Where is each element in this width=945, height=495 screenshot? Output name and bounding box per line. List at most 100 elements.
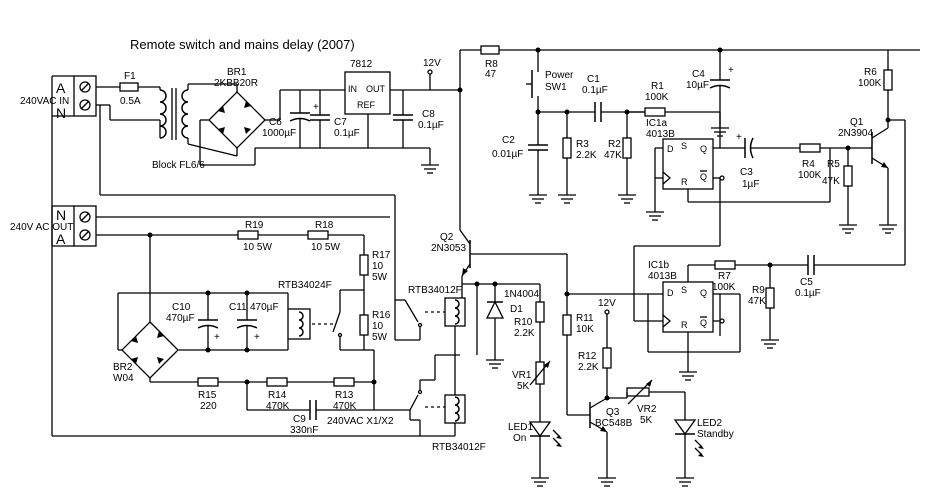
R3-ref: R3 bbox=[576, 139, 589, 150]
IC1a-pin-r: R bbox=[681, 177, 688, 187]
capacitor-C6: + C6 1000µF bbox=[262, 90, 319, 148]
C4-plus: + bbox=[728, 65, 734, 76]
output-n-label: N bbox=[56, 207, 66, 223]
reg-out: OUT bbox=[366, 84, 386, 94]
R19-value: 10 5W bbox=[243, 242, 272, 253]
resistor-R2: R2 47K bbox=[604, 109, 637, 204]
input-n-label: N bbox=[56, 105, 66, 121]
R12-value: 2.2K bbox=[578, 362, 599, 373]
C6-plus: + bbox=[313, 102, 319, 113]
Q1-ref: Q1 bbox=[850, 117, 864, 128]
resistor-R1: R1 100K bbox=[627, 81, 721, 149]
supply-12v-top: 12V bbox=[423, 58, 463, 93]
IC1b-value: 4013B bbox=[648, 271, 677, 282]
input-terminal: A 240VAC IN N bbox=[20, 75, 97, 121]
R16-value1: 10 bbox=[372, 321, 384, 332]
output-label: 240V AC OUT bbox=[10, 222, 73, 233]
IC1b-pin-d: D bbox=[667, 288, 674, 298]
IC1a-pin-qbar: Q bbox=[700, 172, 707, 182]
R16-value2: 5W bbox=[372, 332, 388, 343]
IC1b-ref: IC1b bbox=[648, 260, 670, 271]
Q1-value: 2N3904 bbox=[838, 128, 873, 139]
R7-value: 100K bbox=[712, 282, 736, 293]
C7-value: 0.1µF bbox=[334, 128, 360, 139]
R8-ref: R8 bbox=[485, 59, 498, 70]
C11-ref: C11 bbox=[229, 302, 247, 313]
resistor-R19: R19 10 5W bbox=[147, 220, 308, 253]
resistor-R3: R3 2.2K bbox=[557, 109, 597, 204]
bridge-BR2: BR2 W04 bbox=[113, 235, 288, 384]
C10-value: 470µF bbox=[166, 313, 195, 324]
R17-value2: 5W bbox=[372, 272, 388, 283]
v12-top-label: 12V bbox=[423, 58, 441, 69]
flipflop-IC1b: IC1b 4013B D S Q R Q bbox=[633, 178, 741, 381]
C9-value: 330nF bbox=[290, 425, 318, 436]
R4-ref: R4 bbox=[802, 159, 815, 170]
IC1b-pin-qbar: Q bbox=[700, 318, 707, 328]
Q3-value: BC548B bbox=[595, 418, 633, 429]
VR2-ref: VR2 bbox=[637, 404, 657, 415]
IC1a-value: 4013B bbox=[646, 129, 675, 140]
bridge-BR1: BR1 2KBB20R bbox=[187, 67, 266, 157]
LED1-ref: LED1 bbox=[508, 422, 533, 433]
R4-value: 100K bbox=[798, 170, 822, 181]
C10-ref: C10 bbox=[172, 302, 191, 313]
C6-ref: C6 bbox=[269, 117, 282, 128]
C2-ref: C2 bbox=[502, 135, 515, 146]
C4-ref: C4 bbox=[692, 69, 705, 80]
R6-value: 100K bbox=[858, 78, 882, 89]
R3-value: 2.2K bbox=[576, 150, 597, 161]
VR1-ref: VR1 bbox=[512, 370, 532, 381]
IC1a-ref: IC1a bbox=[646, 118, 668, 129]
F1-ref: F1 bbox=[124, 71, 136, 82]
C5-ref: C5 bbox=[800, 277, 813, 288]
resistor-R14: R14 470K bbox=[266, 377, 334, 412]
C5-value: 0.1µF bbox=[795, 288, 821, 299]
IC1b-pin-r: R bbox=[681, 320, 688, 330]
R1-value: 100K bbox=[645, 92, 669, 103]
transistor-Q2: Q2 2N3053 bbox=[431, 90, 567, 298]
transformer: Block FL6/6 bbox=[152, 84, 205, 171]
C10-plus: + bbox=[214, 332, 220, 343]
LED1-value: On bbox=[513, 433, 526, 444]
R18-ref: R18 bbox=[315, 220, 334, 231]
R14-ref: R14 bbox=[268, 390, 287, 401]
SW1-ref: SW1 bbox=[545, 82, 567, 93]
output-a-label: A bbox=[56, 231, 66, 247]
F1-value: 0.5A bbox=[120, 96, 141, 107]
C9-rating: 240VAC X1/X2 bbox=[327, 416, 394, 427]
diode-D1: 1N4004 D1 bbox=[485, 281, 539, 369]
R2-ref: R2 bbox=[608, 139, 621, 150]
resistor-R5: R5 47K bbox=[822, 145, 858, 234]
resistor-R8: R8 47 bbox=[459, 45, 920, 90]
R15-ref: R15 bbox=[198, 390, 217, 401]
transformer-label: Block FL6/6 bbox=[152, 160, 205, 171]
R9-ref: R9 bbox=[752, 285, 765, 296]
R17-ref: R17 bbox=[372, 250, 391, 261]
R11-value: 10K bbox=[576, 324, 594, 335]
R14-value: 470K bbox=[266, 401, 290, 412]
pot-VR1: VR1 5K bbox=[512, 360, 551, 422]
R17-value1: 10 bbox=[372, 261, 384, 272]
LED2-value: Standby bbox=[697, 429, 734, 440]
C3-value: 1µF bbox=[742, 179, 759, 190]
capacitor-C8: C8 0.1µF bbox=[393, 90, 444, 148]
resistor-R18: R18 10 5W bbox=[307, 220, 364, 253]
C9-ref: C9 bbox=[293, 414, 306, 425]
R13-value: 470K bbox=[333, 401, 357, 412]
LED2-ref: LED2 bbox=[697, 418, 722, 429]
Q2-ref: Q2 bbox=[440, 232, 454, 243]
fuse-F1: F1 0.5A bbox=[96, 71, 160, 107]
VR1-value: 5K bbox=[517, 381, 530, 392]
transistor-Q3: Q3 BC548B bbox=[589, 397, 633, 487]
resistor-R15: R15 220 bbox=[197, 377, 247, 412]
resistor-R16: R16 10 5W bbox=[359, 300, 391, 351]
supply-12v-bottom: 12V bbox=[598, 298, 616, 315]
BR2-ref: BR2 bbox=[113, 362, 133, 373]
resistor-R11: R11 10K bbox=[562, 294, 594, 416]
C8-value: 0.1µF bbox=[418, 120, 444, 131]
IC1a-pin-q: Q bbox=[700, 144, 707, 154]
C11-plus: + bbox=[254, 332, 260, 343]
BR2-value: W04 bbox=[113, 373, 134, 384]
